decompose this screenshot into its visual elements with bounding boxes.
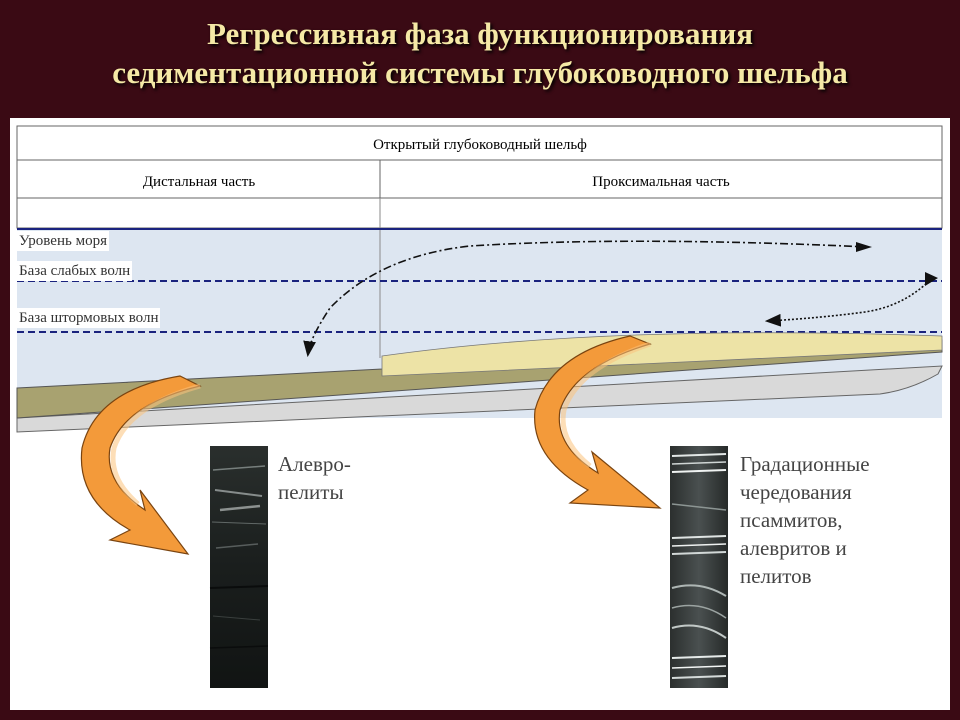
right-core-caption: Градационные чередования псаммитов, алев…	[740, 450, 870, 590]
right-curved-arrow	[534, 335, 662, 509]
right-caption-line: алевритов и	[740, 536, 847, 560]
right-caption-line: чередования	[740, 480, 852, 504]
shelf-diagram: Открытый глубоководный шельф Дистальная …	[16, 125, 943, 688]
title-line-1: Регрессивная фаза функционирования	[207, 16, 753, 51]
left-curved-arrow	[80, 375, 202, 555]
left-core-caption: Алевро- пелиты	[278, 450, 351, 506]
right-caption-line: пелитов	[740, 564, 812, 588]
right-caption-line: Градационные	[740, 452, 870, 476]
left-caption-line: Алевро-	[278, 452, 351, 476]
fair-weather-wave-base-label: База слабых волн	[17, 261, 133, 281]
sea-level-label: Уровень моря	[17, 231, 109, 251]
table-header-text: Открытый глубоководный шельф	[373, 137, 587, 153]
storm-arrow-tail-head	[925, 272, 938, 286]
distal-part-label: Дистальная часть	[143, 174, 256, 190]
proximal-part-label: Проксимальная часть	[592, 174, 730, 190]
right-caption-line: псаммитов,	[740, 508, 843, 532]
storm-wave-base-label: База штормовых волн	[17, 308, 161, 328]
storm-return-arrow	[764, 277, 933, 327]
base-layer	[16, 365, 943, 433]
sand-wedge	[381, 332, 943, 377]
header-table: Открытый глубоководный шельф Дистальная …	[16, 125, 943, 228]
table-frame	[16, 125, 943, 199]
diagram-panel: Открытый глубоководный шельф Дистальная …	[10, 118, 950, 710]
slide-title: Регрессивная фаза функционирования седим…	[0, 14, 960, 92]
right-core-photo	[670, 446, 728, 688]
left-core-photo	[209, 446, 269, 688]
title-line-2: седиментационной системы глубоководного …	[112, 55, 848, 90]
arrow-tail-head	[856, 242, 872, 252]
left-caption-line: пелиты	[278, 480, 344, 504]
offshore-transport-arrow	[303, 240, 869, 358]
